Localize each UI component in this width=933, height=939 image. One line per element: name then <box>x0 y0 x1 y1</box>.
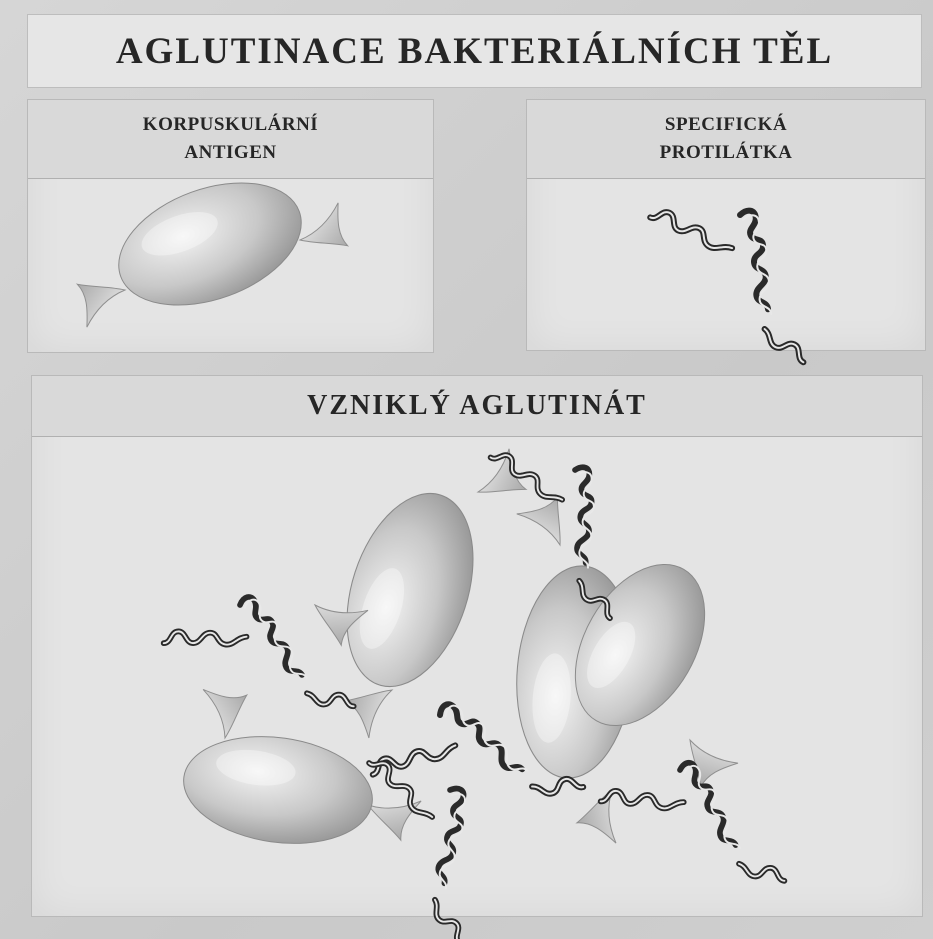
antibody-icon <box>158 578 354 750</box>
antibody-icon <box>630 194 828 362</box>
bacterium-icon <box>324 448 526 739</box>
agglutinate-cluster <box>158 436 785 939</box>
bacterium-icon <box>177 687 423 854</box>
antibody-icon <box>597 750 785 910</box>
bacterium-icon <box>77 160 347 328</box>
